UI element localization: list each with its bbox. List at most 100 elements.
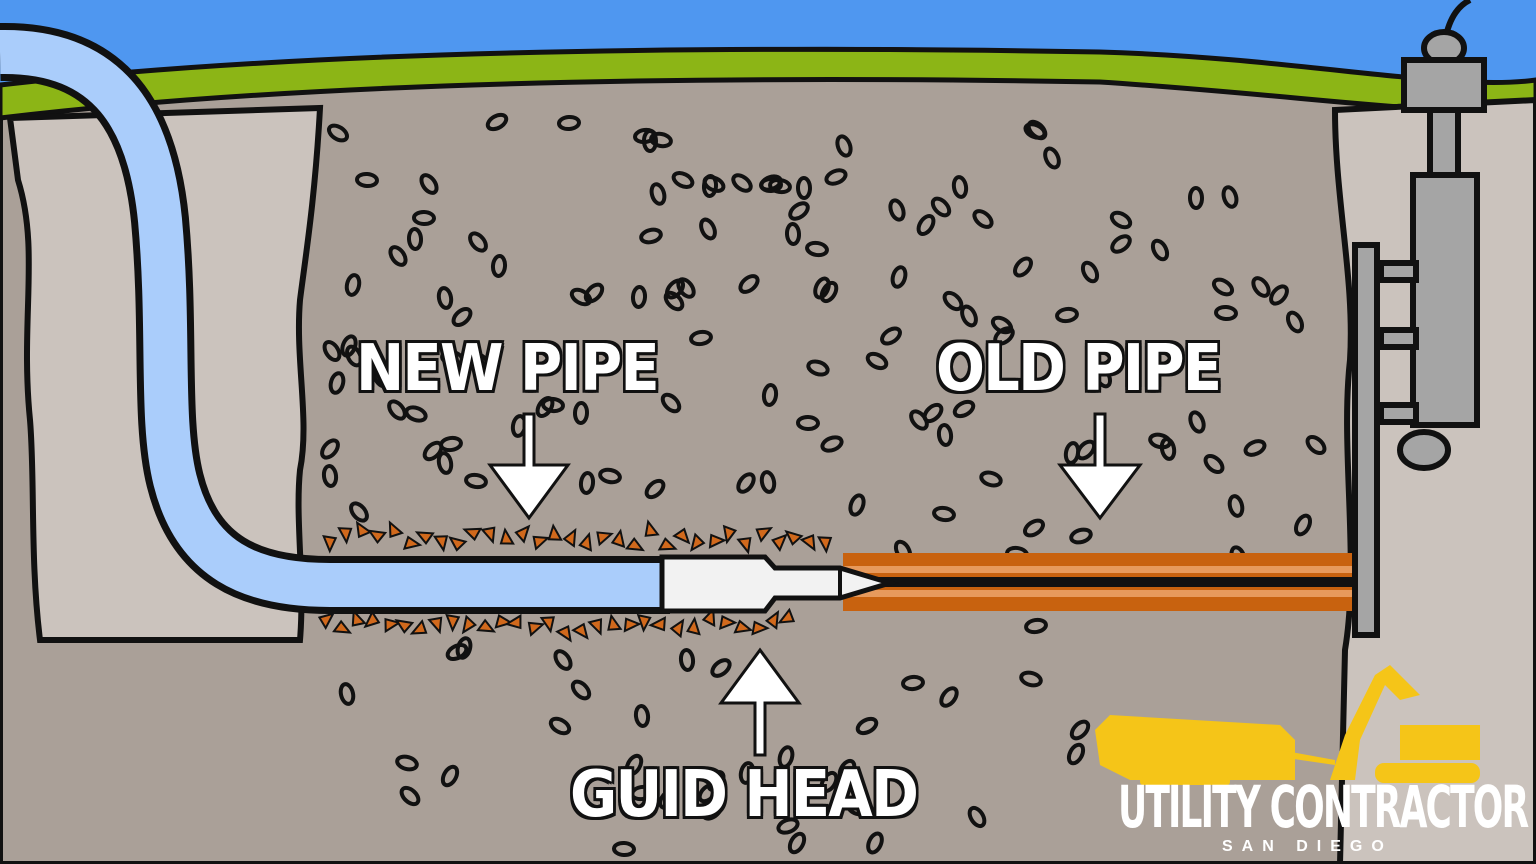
pebble xyxy=(440,349,464,367)
pebble xyxy=(641,129,659,153)
debris-shard xyxy=(672,527,691,545)
debris-shard xyxy=(547,523,563,541)
pebble xyxy=(1221,185,1239,209)
debris-shard xyxy=(539,616,555,634)
pebble xyxy=(888,198,906,222)
pebble xyxy=(795,176,813,200)
debris-shard xyxy=(322,535,338,554)
debris-shard xyxy=(476,618,497,633)
pebble xyxy=(663,290,685,312)
pebble xyxy=(1293,513,1313,537)
debris-shard xyxy=(751,620,770,636)
debris-shard xyxy=(784,529,804,546)
pebble xyxy=(788,201,810,221)
pebble xyxy=(388,245,408,267)
pebble xyxy=(345,344,363,368)
pebble xyxy=(419,173,439,195)
pebble xyxy=(436,286,454,310)
pebble xyxy=(464,472,488,490)
pebble xyxy=(738,761,756,785)
old-pipe-label: OLD PIPE xyxy=(936,332,1222,406)
pebble xyxy=(1285,310,1305,334)
pebble xyxy=(570,679,592,701)
debris-shard xyxy=(771,533,788,553)
pebble xyxy=(630,285,648,309)
debris-shard xyxy=(355,520,373,539)
pebble xyxy=(1093,365,1113,389)
pebble xyxy=(340,334,358,358)
debris-shard xyxy=(384,617,402,634)
pebble xyxy=(993,326,1015,346)
debris-shard xyxy=(799,534,816,552)
pebble xyxy=(784,222,802,246)
pebble xyxy=(761,383,779,407)
pebble xyxy=(901,674,925,692)
pebble xyxy=(939,686,959,708)
pebble xyxy=(706,770,726,792)
pebble xyxy=(787,831,807,855)
pebble xyxy=(1227,494,1245,518)
pebble xyxy=(922,402,944,424)
pebble xyxy=(890,265,908,289)
guide-head xyxy=(659,554,899,614)
pebble xyxy=(813,276,831,300)
debris-shard xyxy=(499,527,515,545)
old-pipe-upper xyxy=(843,553,1358,577)
pebble xyxy=(320,438,340,460)
debris-shard xyxy=(657,537,678,551)
pebble xyxy=(699,217,717,241)
debris-shard xyxy=(764,609,780,630)
pebble xyxy=(598,467,622,485)
pebble xyxy=(1110,234,1132,254)
pebble xyxy=(578,471,596,495)
pebble xyxy=(932,505,956,523)
debris-shard xyxy=(337,527,353,545)
pebble xyxy=(967,805,987,829)
pulling-machine xyxy=(1352,0,1487,638)
debris-shard xyxy=(690,532,706,552)
debris-shard xyxy=(367,529,388,545)
pebble xyxy=(759,470,777,494)
pebble xyxy=(326,123,350,143)
pebble xyxy=(321,464,339,488)
pebble xyxy=(1109,210,1133,230)
debris-shard xyxy=(718,614,738,631)
pebble xyxy=(1024,617,1048,635)
debris-shard xyxy=(755,526,774,543)
logo-subtitle: SAN DIEGO xyxy=(1222,838,1393,855)
pebble xyxy=(1043,146,1061,170)
pebble xyxy=(1203,453,1225,475)
pebble xyxy=(678,648,696,672)
pebble xyxy=(952,399,976,419)
pebble xyxy=(738,274,760,294)
pebble xyxy=(658,788,678,810)
pebble xyxy=(387,399,407,421)
pebble xyxy=(1069,719,1091,741)
pebble xyxy=(819,770,839,794)
pebble xyxy=(880,326,902,346)
old-pipe-upper-highlight xyxy=(843,566,1358,573)
debris-shard xyxy=(448,536,468,552)
debris-shard xyxy=(445,613,461,633)
pebble xyxy=(569,287,593,307)
pebble xyxy=(960,304,978,328)
pebble xyxy=(701,174,719,198)
pebble xyxy=(412,209,436,227)
debris-shard xyxy=(480,526,496,545)
pebble xyxy=(465,351,489,369)
debris-shard xyxy=(394,618,415,634)
pebble xyxy=(612,840,636,858)
pebble xyxy=(1022,518,1046,538)
debris-shard xyxy=(409,619,428,635)
pebble xyxy=(328,371,346,395)
pebble xyxy=(349,501,369,523)
pebble xyxy=(846,799,870,817)
company-logo: UTILITY CONTRACTOR SAN DIEGO xyxy=(1090,655,1530,860)
pebble xyxy=(633,704,651,728)
pebble xyxy=(660,392,682,414)
pebble xyxy=(806,359,830,377)
pebble xyxy=(406,227,424,251)
pebble xyxy=(701,801,723,821)
pebble xyxy=(1211,277,1235,297)
pebble xyxy=(1080,260,1100,284)
